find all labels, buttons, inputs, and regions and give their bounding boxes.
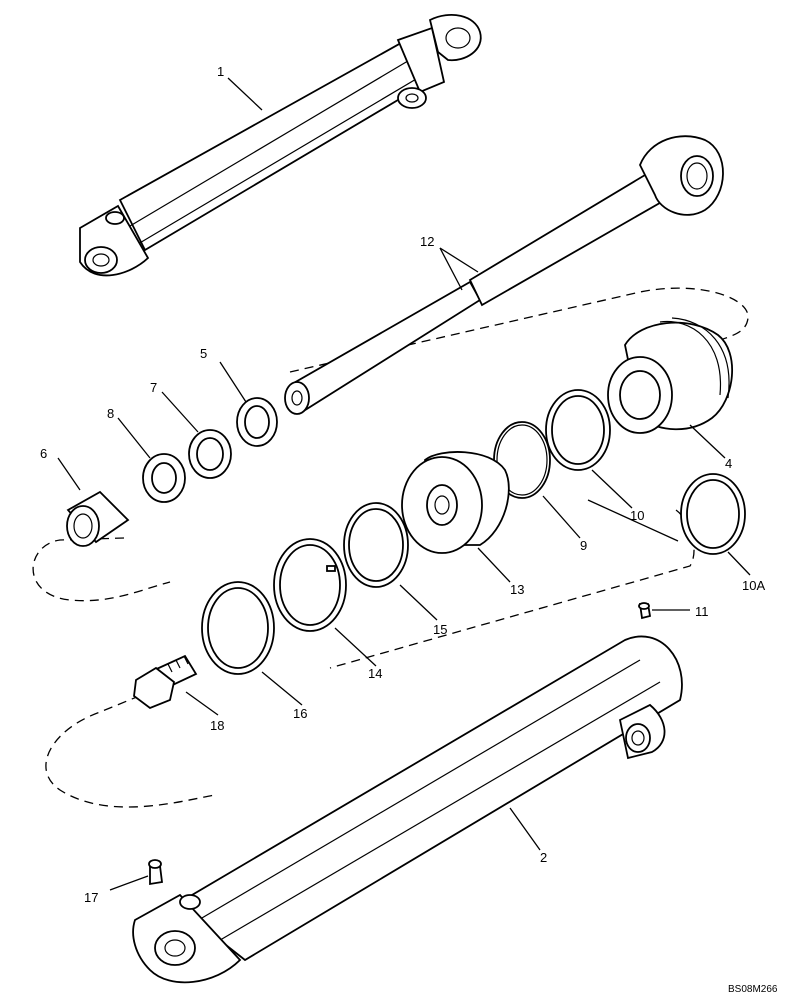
label-4: 4	[725, 456, 732, 471]
part-6-bushing	[66, 490, 130, 547]
leader-lines	[57, 77, 751, 891]
part-7-seal	[188, 429, 232, 479]
part-14-split-ring	[273, 538, 347, 632]
label-2: 2	[540, 850, 547, 865]
label-5: 5	[200, 346, 207, 361]
label-10: 10	[630, 508, 644, 523]
label-12: 12	[420, 234, 434, 249]
part-12-piston-rod	[284, 135, 724, 415]
part-4-gland	[607, 317, 734, 434]
label-18: 18	[210, 718, 224, 733]
part-15-wear-ring	[343, 502, 409, 588]
label-14: 14	[368, 666, 382, 681]
part-1-rod-cylinder	[79, 13, 482, 277]
label-9: 9	[580, 538, 587, 553]
label-1: 1	[217, 64, 224, 79]
label-7: 7	[150, 380, 157, 395]
part-5-ring	[236, 397, 278, 447]
part-2-barrel	[132, 635, 683, 984]
part-16-seal-ring	[201, 581, 275, 675]
part-8-washer	[142, 453, 186, 503]
label-11: 11	[695, 604, 709, 619]
label-15: 15	[433, 622, 447, 637]
label-6: 6	[40, 446, 47, 461]
label-17: 17	[84, 890, 98, 905]
figure-code: BS08M266	[728, 984, 778, 995]
label-10a: 10A	[742, 578, 765, 593]
part-13-piston	[401, 451, 510, 554]
callout-labels: 1 12 5 7 8 6 4 10 9 10A 11 13 15 14 16 1…	[40, 64, 778, 995]
label-16: 16	[293, 706, 307, 721]
part-10-o-ring	[545, 389, 611, 471]
part-17-grease-fitting	[148, 859, 164, 886]
part-18-bolt	[133, 654, 198, 710]
part-11-fitting	[638, 602, 652, 620]
part-10a-backup-ring	[680, 473, 746, 555]
label-13: 13	[510, 582, 524, 597]
label-8: 8	[107, 406, 114, 421]
